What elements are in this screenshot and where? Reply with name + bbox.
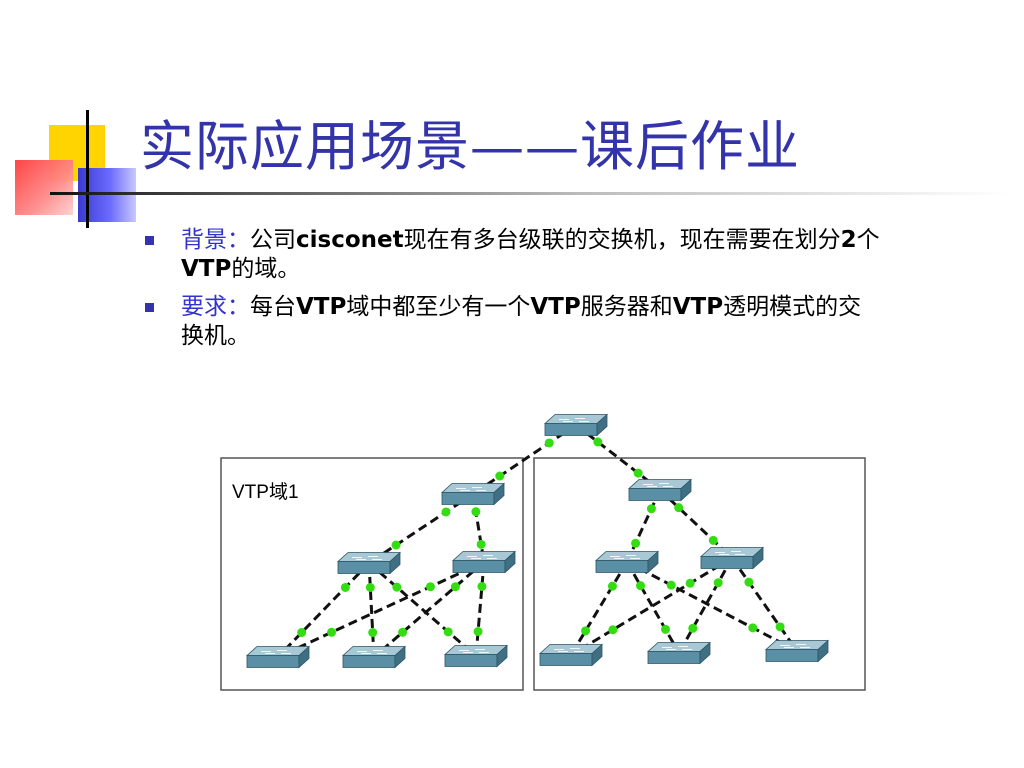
network-link bbox=[658, 488, 734, 560]
switch-icon bbox=[451, 550, 517, 574]
text-run: 透明模式的交换机。 bbox=[181, 294, 862, 349]
port-status-dot bbox=[660, 624, 670, 634]
decor-vertical-line bbox=[86, 110, 89, 228]
bullet-background: 背景：公司cisconet现在有多台级联的交换机，现在需要在划分2个 VTP的域。 bbox=[140, 226, 880, 284]
switch-icon bbox=[440, 482, 506, 506]
bullet-label: 要求： bbox=[181, 294, 250, 320]
port-status-dot bbox=[646, 504, 656, 514]
square-bullet-icon bbox=[145, 303, 154, 312]
port-status-dot bbox=[631, 538, 641, 548]
port-status-dot bbox=[297, 628, 307, 638]
port-status-dot bbox=[495, 471, 505, 481]
switch-icon bbox=[627, 478, 693, 502]
network-link bbox=[474, 561, 486, 657]
port-status-dot bbox=[581, 626, 591, 636]
port-status-dot bbox=[441, 507, 451, 517]
network-link bbox=[677, 557, 734, 654]
network-link bbox=[569, 561, 629, 656]
text-run-bold: cisconet bbox=[296, 227, 404, 253]
port-status-dot bbox=[368, 628, 378, 638]
port-status-dot bbox=[477, 581, 487, 591]
text-run-bold: VTP bbox=[296, 294, 347, 320]
port-status-dot bbox=[471, 507, 481, 517]
text-run: 的域。 bbox=[231, 256, 301, 282]
text-run: 域中都至少有一个 bbox=[346, 294, 531, 320]
port-status-dot bbox=[593, 437, 603, 447]
port-status-dot bbox=[666, 580, 676, 590]
network-link bbox=[730, 557, 799, 652]
text-run: 服务器和 bbox=[580, 294, 673, 320]
bullet-requirement: 要求：每台VTP域中都至少有一个VTP服务器和VTP透明模式的交换机。 bbox=[140, 293, 880, 351]
text-run: 公司 bbox=[250, 227, 296, 253]
network-link bbox=[570, 556, 733, 657]
port-status-dot bbox=[398, 627, 408, 637]
port-status-dot bbox=[607, 581, 617, 591]
port-status-dot bbox=[473, 627, 483, 637]
text-run: 现在有多台级联的交换机，现在需要在划分 bbox=[403, 227, 841, 253]
switch-icon bbox=[443, 644, 509, 668]
network-link bbox=[368, 561, 477, 658]
port-status-dot bbox=[636, 581, 646, 591]
bullet-list: 背景：公司cisconet现在有多台级联的交换机，现在需要在划分2个VTP的域。… bbox=[140, 226, 880, 360]
switch-icon bbox=[245, 645, 311, 669]
port-status-dot bbox=[392, 582, 402, 592]
switch-icon bbox=[538, 643, 604, 667]
network-link bbox=[367, 562, 376, 658]
network-link bbox=[626, 560, 798, 653]
port-status-dot bbox=[544, 438, 554, 448]
switch-icon bbox=[336, 551, 402, 575]
text-run-bold: 2 bbox=[840, 227, 857, 253]
network-link bbox=[472, 423, 577, 496]
port-status-dot bbox=[674, 503, 684, 513]
text-run-bold: VTP bbox=[181, 256, 232, 282]
vtp-domain-1-box bbox=[220, 457, 524, 691]
square-bullet-icon bbox=[145, 236, 154, 245]
text-run: 每台 bbox=[250, 294, 296, 320]
decor-title-underline bbox=[50, 192, 1010, 195]
vtp-domain-2-box bbox=[533, 457, 866, 691]
text-run-bold: VTP bbox=[530, 294, 581, 320]
switch-icon bbox=[543, 413, 609, 437]
bullet-text: 每台VTP域中都至少有一个VTP服务器和VTP透明模式的交换机。 bbox=[181, 294, 861, 349]
port-status-dot bbox=[688, 623, 698, 633]
network-link bbox=[625, 561, 681, 654]
network-link bbox=[368, 492, 474, 565]
port-status-dot bbox=[748, 623, 758, 633]
text-run: 个 bbox=[856, 227, 880, 253]
port-status-dot bbox=[391, 540, 401, 550]
switch-icon bbox=[699, 546, 765, 570]
port-status-dot bbox=[775, 622, 785, 632]
switch-icon bbox=[764, 639, 830, 663]
decor-red-square bbox=[15, 160, 73, 215]
text-run-bold: VTP bbox=[672, 294, 724, 320]
port-status-dot bbox=[608, 625, 618, 635]
port-status-dot bbox=[708, 535, 718, 545]
port-status-dot bbox=[365, 582, 375, 592]
port-status-dot bbox=[633, 468, 643, 478]
port-status-dot bbox=[685, 578, 695, 588]
network-link bbox=[276, 561, 371, 659]
slide-title: 实际应用场景——课后作业 bbox=[140, 115, 800, 178]
network-link bbox=[373, 560, 485, 659]
switch-icon bbox=[341, 645, 407, 669]
port-status-dot bbox=[340, 582, 350, 592]
switch-icon bbox=[594, 550, 660, 574]
port-status-dot bbox=[443, 627, 453, 637]
vtp-domain-1-label: VTP域1 bbox=[232, 481, 299, 503]
port-status-dot bbox=[450, 582, 460, 592]
switch-icon bbox=[646, 641, 712, 665]
port-status-dot bbox=[476, 539, 486, 549]
port-status-dot bbox=[327, 627, 337, 637]
bullet-text: 公司cisconet现在有多台级联的交换机，现在需要在划分2个 VTP的域。 bbox=[181, 227, 880, 282]
port-status-dot bbox=[713, 578, 723, 588]
links-layer bbox=[276, 423, 799, 659]
bullet-label: 背景： bbox=[181, 227, 250, 253]
port-status-dot bbox=[744, 577, 754, 587]
switches-layer bbox=[245, 413, 830, 669]
network-link bbox=[471, 493, 486, 563]
network-link bbox=[277, 560, 485, 659]
port-status-dot bbox=[425, 582, 435, 592]
